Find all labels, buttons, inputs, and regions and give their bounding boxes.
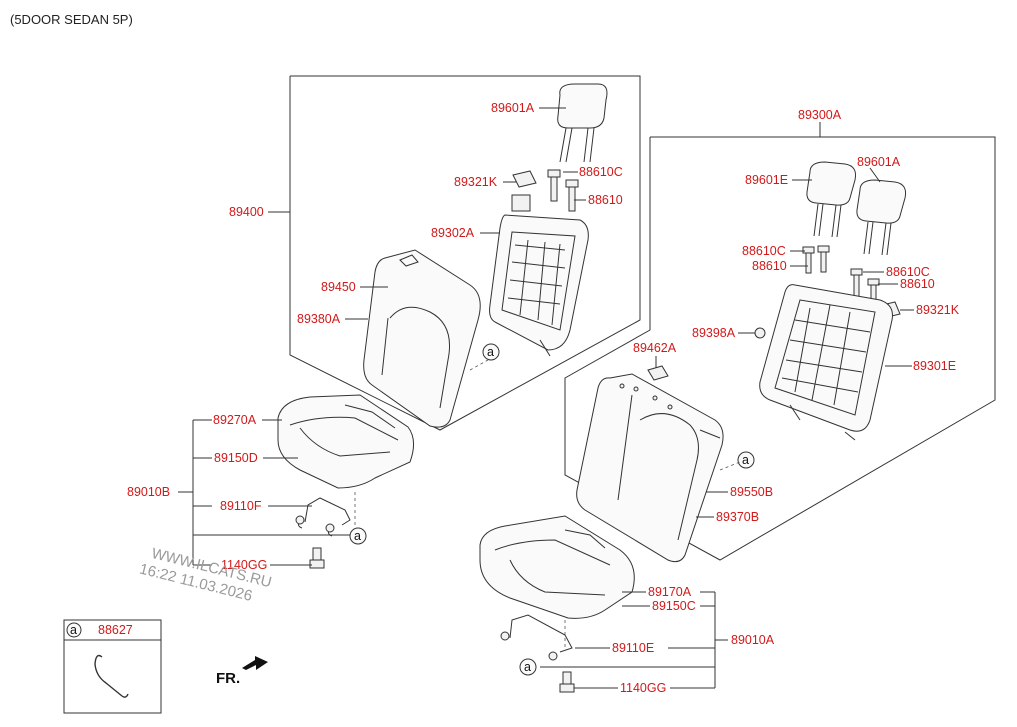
- callout-1140GG-right[interactable]: 1140GG: [620, 681, 666, 695]
- callout-88610-right-2[interactable]: 88610: [900, 277, 935, 291]
- seat-cushion-right-part: [479, 515, 635, 619]
- callout-89601E[interactable]: 89601E: [745, 173, 788, 187]
- front-direction-label: FR.: [216, 670, 240, 687]
- callout-89450[interactable]: 89450: [321, 280, 356, 294]
- callout-89110E[interactable]: 89110E: [612, 641, 654, 655]
- callout-89300A[interactable]: 89300A: [798, 108, 842, 122]
- callout-89110F[interactable]: 89110F: [220, 499, 262, 513]
- legend-ref-letter: a: [70, 623, 77, 637]
- callout-88610C-left[interactable]: 88610C: [579, 165, 623, 179]
- headrest-right-2-part: [856, 179, 906, 256]
- callout-89150D[interactable]: 89150D: [214, 451, 258, 465]
- headrest-guide-right-pairs: [802, 245, 880, 308]
- seatback-cover-left-part: [363, 249, 481, 428]
- seatback-frame-left-part: [489, 194, 589, 357]
- plate-89462A-part: [647, 365, 669, 381]
- callout-89010B[interactable]: 89010B: [127, 485, 170, 499]
- seatback-cover-right-part: [576, 373, 724, 563]
- diagram-variant-title: (5DOOR SEDAN 5P): [10, 12, 133, 27]
- callout-89370B[interactable]: 89370B: [716, 510, 759, 524]
- callout-89321K-left[interactable]: 89321K: [454, 175, 498, 189]
- bolt-left-part: [309, 547, 325, 569]
- refmark-a-1: a: [487, 345, 494, 359]
- callout-89150C[interactable]: 89150C: [652, 599, 696, 613]
- bracket-89010B: [178, 419, 350, 566]
- callout-89398A[interactable]: 89398A: [692, 326, 736, 340]
- callout-89270A[interactable]: 89270A: [213, 413, 257, 427]
- legend-box: a 88627: [63, 619, 162, 714]
- callout-89550B[interactable]: 89550B: [730, 485, 773, 499]
- clip-88627-icon: [94, 654, 129, 698]
- callout-89321K-right[interactable]: 89321K: [916, 303, 960, 317]
- refmark-a-3: a: [742, 453, 749, 467]
- bracket-89010A: [540, 591, 728, 689]
- callout-89301E[interactable]: 89301E: [913, 359, 956, 373]
- callout-88610-left[interactable]: 88610: [588, 193, 623, 207]
- callout-89601A-right[interactable]: 89601A: [857, 155, 901, 169]
- callout-88610C-right-1[interactable]: 88610C: [742, 244, 786, 258]
- seat-cushion-left-part: [277, 394, 414, 489]
- callout-89380A[interactable]: 89380A: [297, 312, 341, 326]
- watermark: WWW.ILCATS.RU 16:22 11.03.2026: [138, 545, 274, 605]
- lock-cover-left-part: [512, 170, 537, 188]
- callout-89400[interactable]: 89400: [229, 205, 264, 219]
- headrest-right-1-part: [806, 161, 856, 238]
- callout-89170A[interactable]: 89170A: [648, 585, 692, 599]
- headrest-guide-left-pair: [547, 169, 579, 212]
- callout-1140GG-left[interactable]: 1140GG: [221, 558, 267, 572]
- front-arrow-icon: [242, 656, 268, 670]
- callout-89462A[interactable]: 89462A: [633, 341, 677, 355]
- seatback-frame-right-part: [759, 284, 893, 441]
- nut-89398A-part: [754, 327, 766, 339]
- bolt-right-part: [559, 671, 575, 693]
- wire-bracket-right-part: [500, 614, 573, 661]
- callout-88610C-right-2[interactable]: 88610C: [886, 265, 930, 279]
- legend-part-number[interactable]: 88627: [98, 623, 133, 637]
- callout-88610-right-1[interactable]: 88610: [752, 259, 787, 273]
- wire-bracket-left-part: [295, 497, 351, 537]
- refmark-a-2: a: [354, 529, 361, 543]
- headrest-left-part: [557, 83, 608, 163]
- callout-89601A-left[interactable]: 89601A: [491, 101, 535, 115]
- callout-89302A[interactable]: 89302A: [431, 226, 475, 240]
- refmark-a-4: a: [524, 660, 531, 674]
- group-frame-89400: [289, 75, 641, 431]
- callout-89010A[interactable]: 89010A: [731, 633, 775, 647]
